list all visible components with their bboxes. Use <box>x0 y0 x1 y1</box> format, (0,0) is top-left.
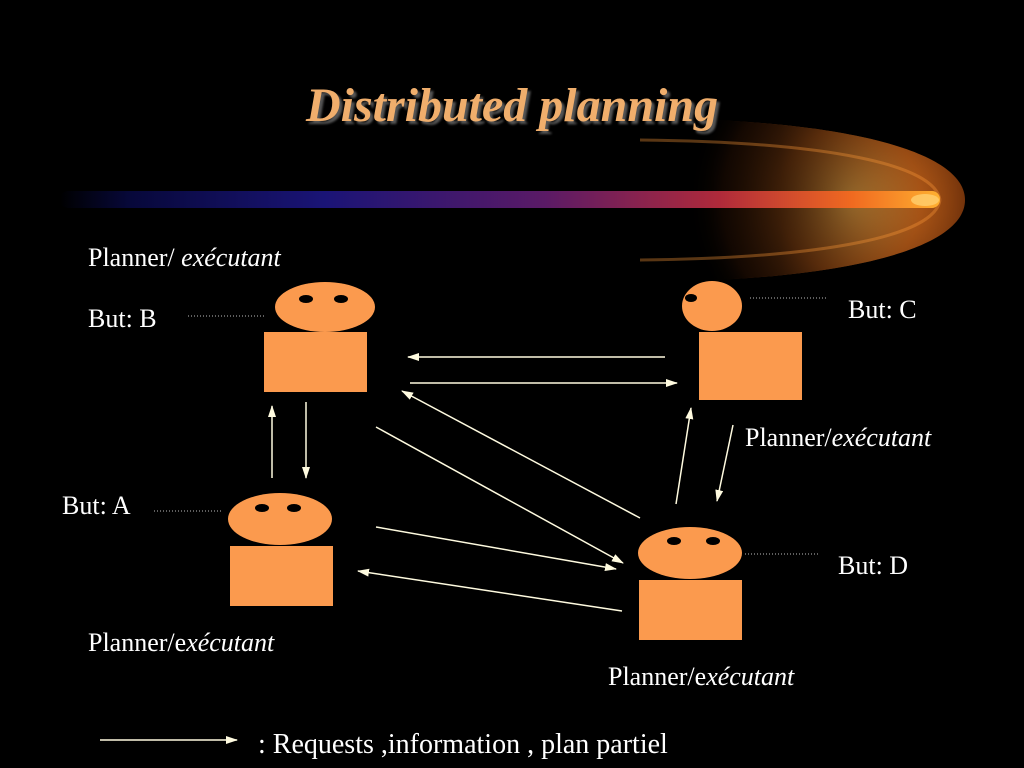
agent-b-body <box>264 332 367 392</box>
agent-b-role-label: Planner/ exécutant <box>88 245 281 271</box>
goal-leaders <box>154 297 828 555</box>
agent-d-eye-left <box>667 537 681 545</box>
message-arrows <box>100 353 734 744</box>
agent-b <box>264 282 375 392</box>
arrow-d-to-a <box>357 568 623 612</box>
agent-a-goal-label: But: A <box>62 491 131 520</box>
agent-c-role-prefix: Planner/ <box>745 423 832 452</box>
agent-c-head <box>682 281 742 331</box>
comet-decoration <box>60 118 965 282</box>
agent-b-role-italic: exécutant <box>181 243 281 272</box>
agent-d-role-label: Planner/exécutant <box>608 664 794 690</box>
agent-d-goal-label: But: D <box>838 551 909 580</box>
agent-a-eye-right <box>287 504 301 512</box>
agent-a-role-label: Planner/exécutant <box>88 630 274 656</box>
agent-d-head <box>638 527 742 579</box>
agent-b-goal-label: But: B <box>88 304 157 333</box>
agent-c-role-label: Planner/exécutant <box>745 425 931 451</box>
agent-c <box>682 281 802 400</box>
agent-b-eye-left <box>299 295 313 303</box>
arrow-d-to-c <box>675 407 694 505</box>
agent-d-eye-right <box>706 537 720 545</box>
arrow-b-to-d <box>375 426 624 564</box>
agent-a <box>228 493 333 606</box>
agent-b-role-prefix: Planner/ <box>88 243 182 272</box>
agent-a-body <box>230 546 333 606</box>
agent-b-eye-right <box>334 295 348 303</box>
agent-c-eye <box>685 294 697 302</box>
arrow-a-to-d <box>375 526 617 572</box>
agent-d-role-italic: xécutant <box>706 662 795 691</box>
agent-c-body <box>699 332 802 400</box>
agent-a-role-italic: xécutant <box>186 628 275 657</box>
agent-b-head <box>275 282 375 332</box>
agent-d-body <box>639 580 742 640</box>
agent-c-goal-label: But: C <box>848 295 917 324</box>
arrow-c-to-d <box>715 424 734 502</box>
arrow-d-to-b <box>401 390 641 519</box>
agent-a-role-prefix: Planner/e <box>88 628 187 657</box>
agent-a-eye-left <box>255 504 269 512</box>
agent-d <box>638 527 742 640</box>
slide-title: Distributed planning <box>305 79 719 132</box>
legend-label: : Requests ,information , plan partiel <box>258 729 668 760</box>
agent-a-head <box>228 493 332 545</box>
agent-c-role-italic: exécutant <box>831 423 932 452</box>
agent-d-role-prefix: Planner/e <box>608 662 707 691</box>
